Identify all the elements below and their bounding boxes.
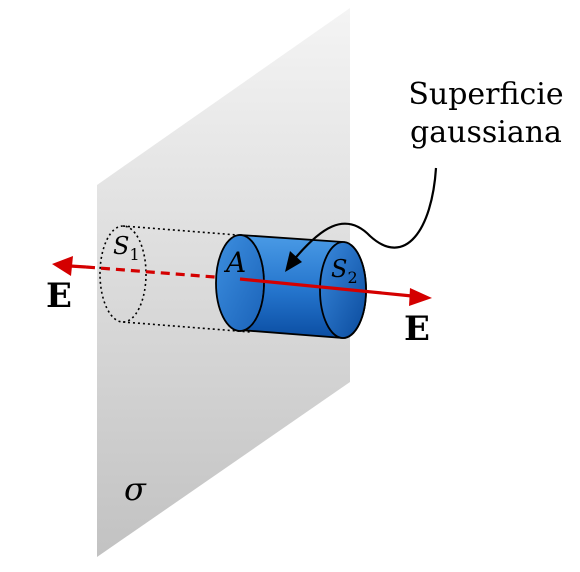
label-sigma: σ xyxy=(124,470,147,508)
field-arrow-left-head xyxy=(52,256,73,276)
callout-label-line1: Superficie xyxy=(408,77,563,112)
field-line-dashed xyxy=(85,265,241,281)
label-area: A xyxy=(223,246,246,279)
hidden-cylinder-outline xyxy=(99,225,251,333)
label-s1: S1 xyxy=(113,232,140,264)
label-field-right: E xyxy=(404,309,430,349)
callout-pointer xyxy=(291,167,438,263)
callout-label-line2: gaussiana xyxy=(410,115,562,150)
left-cap-dotted-rim xyxy=(239,234,265,332)
field-line-solid xyxy=(239,277,413,298)
field-arrow-left-shaft xyxy=(69,264,87,269)
callout-arrow-head xyxy=(285,251,302,272)
label-field-left: E xyxy=(46,276,72,316)
label-s2: S2 xyxy=(331,255,358,287)
field-arrow-right-head xyxy=(409,288,432,306)
